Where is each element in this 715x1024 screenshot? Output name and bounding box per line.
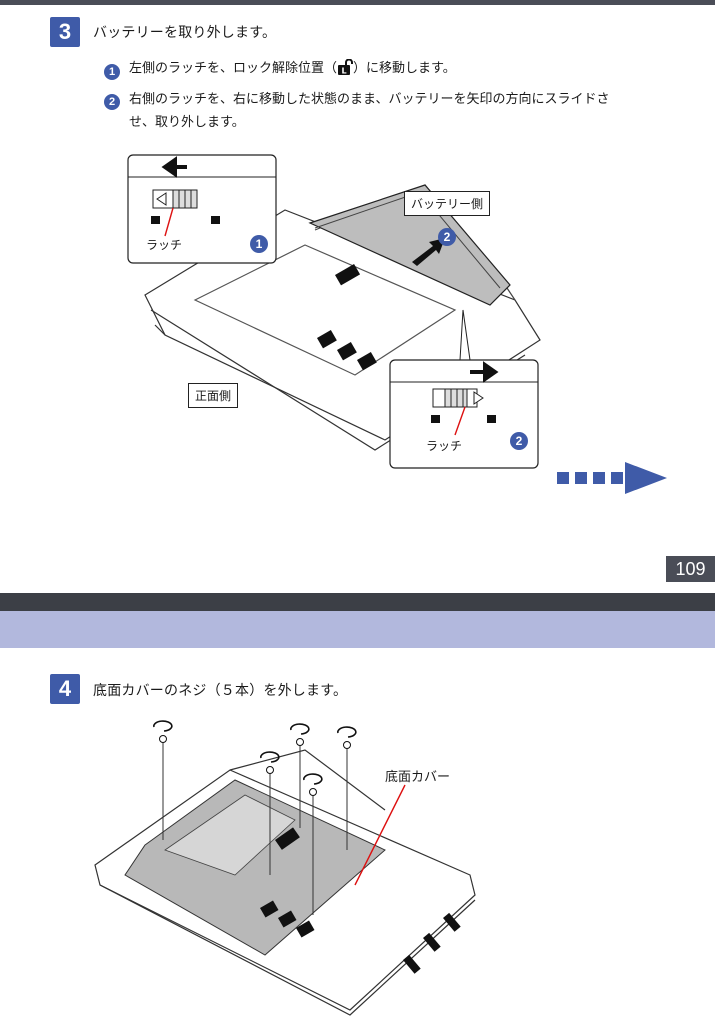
substep-number: 2 — [104, 94, 120, 110]
callout-number: 2 — [438, 228, 456, 246]
substep-text: せ、取り外します。 — [129, 115, 245, 130]
step-number-badge: 4 — [50, 674, 80, 704]
step-number-badge: 3 — [50, 17, 80, 47]
callout-number: 1 — [250, 235, 268, 253]
page-number: 109 — [666, 556, 715, 582]
vent-marks — [317, 264, 377, 371]
front-side-label: 正面側 — [188, 383, 239, 408]
substep-text: 右側のラッチを、右に移動した状態のまま、バッテリーを矢印の方向にスライドさ — [129, 92, 610, 107]
bottom-cover-label: 底面カバー — [385, 770, 451, 785]
left-latch-callout — [127, 154, 277, 264]
vent-marks — [260, 827, 315, 938]
continue-arrow-icon — [557, 462, 667, 494]
right-latch-callout — [389, 309, 539, 469]
side-ports — [403, 912, 461, 974]
substep-number: 1 — [104, 64, 120, 80]
callout-number: 2 — [510, 432, 528, 450]
bottom-cover-leader-line — [354, 784, 406, 886]
battery-side-label: バッテリー側 — [404, 191, 491, 216]
screw-guides — [162, 740, 348, 915]
bottom-cover-illustration — [94, 720, 476, 1016]
step-title: バッテリーを取り外します。 — [93, 25, 277, 41]
svg-text:L: L — [341, 67, 346, 76]
step-title: 底面カバーのネジ（５本）を外します。 — [93, 683, 348, 699]
substep-text-part: 左側のラッチを、ロック解除位置（ — [129, 61, 338, 76]
latch-label: ラッチ — [146, 238, 183, 252]
latch-label: ラッチ — [426, 439, 463, 453]
substep-text-part: ）に移動します。 — [353, 61, 456, 76]
top-bar — [0, 0, 715, 5]
substep-text: 左側のラッチを、ロック解除位置（L ）に移動します。 — [129, 57, 456, 81]
removal-arrow — [412, 238, 445, 266]
page-header-band — [0, 611, 715, 648]
screw-icons — [153, 720, 357, 796]
battery-removal-illustration — [127, 154, 541, 469]
page-separator — [0, 593, 715, 611]
unlock-icon: L — [338, 59, 354, 76]
